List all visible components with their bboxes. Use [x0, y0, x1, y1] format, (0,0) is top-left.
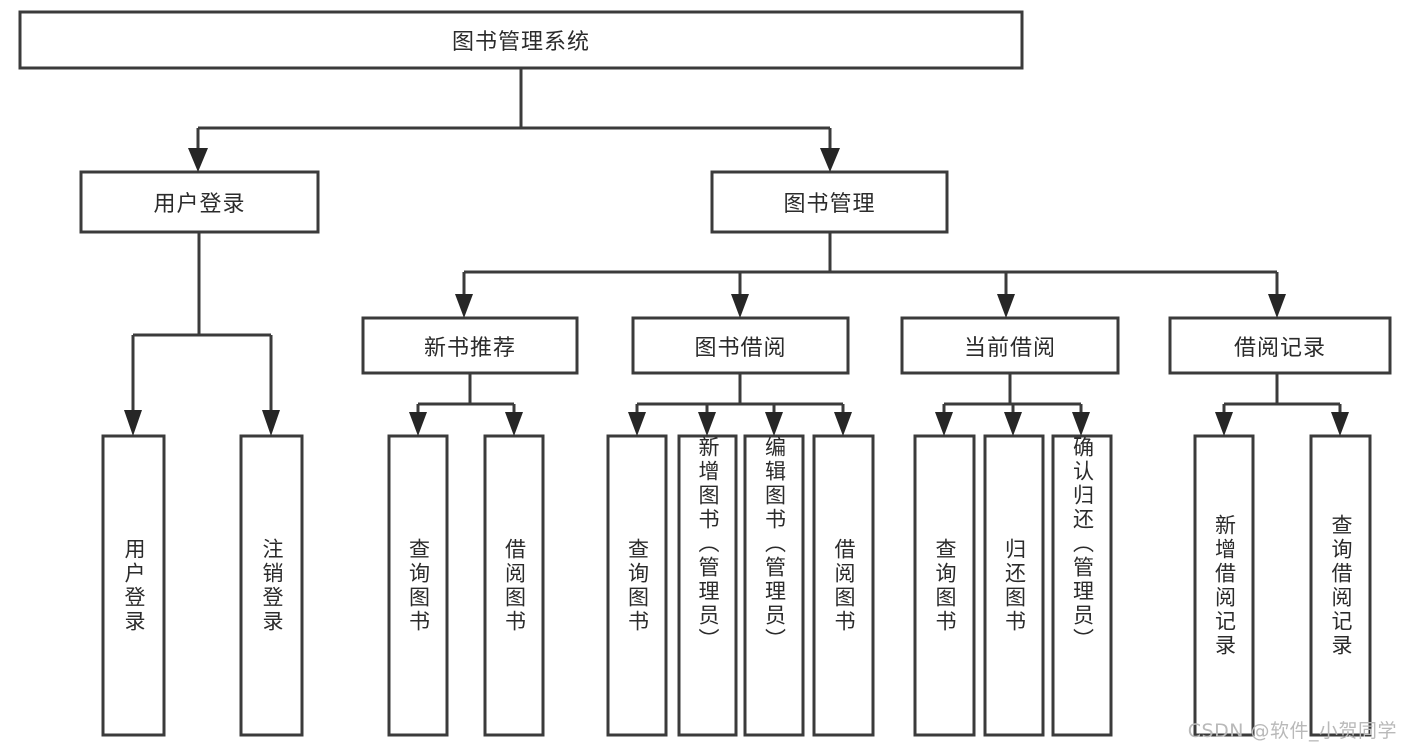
node-leaf-add-record-box[interactable] — [1193, 434, 1255, 737]
node-leaf-borrow-book-2-box[interactable] — [812, 434, 875, 737]
node-leaf-confirm-return-box[interactable] — [1051, 434, 1113, 737]
arrowhead-leaf-logout-login — [262, 410, 280, 436]
arrowhead-leaf-confirm-return — [1072, 412, 1090, 436]
node-leaf-query-record-box[interactable] — [1309, 434, 1372, 737]
arrowhead-leaf-add-book — [698, 412, 716, 436]
arrowhead-leaf-add-record — [1215, 412, 1233, 436]
node-leaf-edit-book-box[interactable] — [743, 434, 805, 737]
arrowhead-new-book-recommend — [455, 294, 473, 318]
arrowhead-leaf-query-book-2 — [628, 412, 646, 436]
node-current-borrow-box[interactable] — [900, 316, 1120, 375]
node-leaf-user-login-box[interactable] — [101, 434, 166, 737]
node-borrow-record-box[interactable] — [1168, 316, 1392, 375]
arrowhead-leaf-query-record — [1331, 412, 1349, 436]
watermark-text: CSDN @软件_小贺同学 — [1187, 720, 1397, 742]
arrowhead-leaf-return-book — [1004, 412, 1022, 436]
node-leaf-return-book-box[interactable] — [983, 434, 1045, 737]
arrowhead-user-login — [188, 148, 208, 172]
node-user-login-box[interactable] — [79, 170, 320, 234]
node-new-book-recommend-box[interactable] — [361, 316, 579, 375]
arrowhead-book-management — [820, 148, 840, 172]
arrowhead-leaf-borrow-book-2 — [834, 412, 852, 436]
node-leaf-query-book-2-box[interactable] — [606, 434, 668, 737]
arrowhead-current-borrow — [997, 294, 1015, 318]
arrowhead-leaf-user-login — [124, 410, 142, 436]
arrowhead-leaf-borrow-book-1 — [505, 412, 523, 436]
node-leaf-add-book-box[interactable] — [677, 434, 738, 737]
node-leaf-query-book-3-box[interactable] — [913, 434, 976, 737]
arrowhead-leaf-query-book-3 — [935, 412, 953, 436]
node-leaf-borrow-book-1-box[interactable] — [483, 434, 545, 737]
node-leaf-logout-login-box[interactable] — [239, 434, 304, 737]
arrowhead-leaf-edit-book — [765, 412, 783, 436]
node-book-borrow-box[interactable] — [631, 316, 850, 375]
arrowhead-borrow-record — [1268, 294, 1286, 318]
node-book-management-box[interactable] — [710, 170, 949, 234]
arrowhead-book-borrow — [731, 294, 749, 318]
arrowhead-leaf-query-book-1 — [409, 412, 427, 436]
node-leaf-query-book-1-box[interactable] — [387, 434, 449, 737]
node-root-box[interactable] — [18, 10, 1024, 70]
